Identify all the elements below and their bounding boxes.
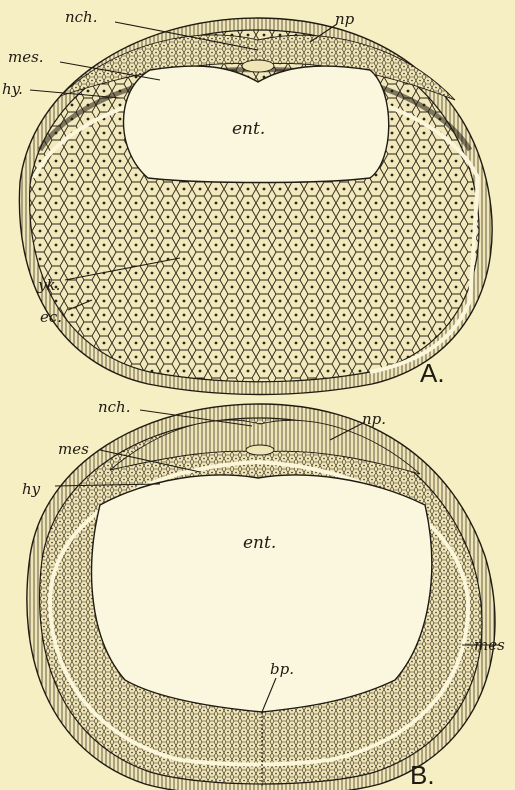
figure-a-letter: A. (420, 358, 445, 388)
label-a-ec: ec. (40, 308, 62, 326)
label-b-mes: mes (58, 440, 89, 458)
label-a-nch: nch. (65, 8, 98, 26)
label-a-hy: hy. (2, 80, 23, 98)
figure-b-archenteron (92, 475, 432, 712)
label-b-hy: hy (22, 480, 41, 498)
label-a-yk: yk. (37, 276, 60, 294)
label-b-bp: bp. (270, 660, 294, 678)
figure-a (19, 18, 492, 395)
label-b-ent: ent. (243, 533, 276, 553)
figure-a-notochord (242, 60, 274, 72)
label-b-nch: nch. (98, 398, 131, 416)
figure-b (27, 404, 495, 790)
label-b-mes-right: mes (474, 636, 505, 654)
label-b-np: np. (362, 410, 386, 428)
label-a-mes: mes. (8, 48, 44, 66)
figure-b-letter: B. (410, 760, 435, 790)
label-a-np: np (335, 10, 355, 28)
label-a-ent: ent. (232, 119, 265, 139)
figure-b-notochord (246, 445, 274, 455)
